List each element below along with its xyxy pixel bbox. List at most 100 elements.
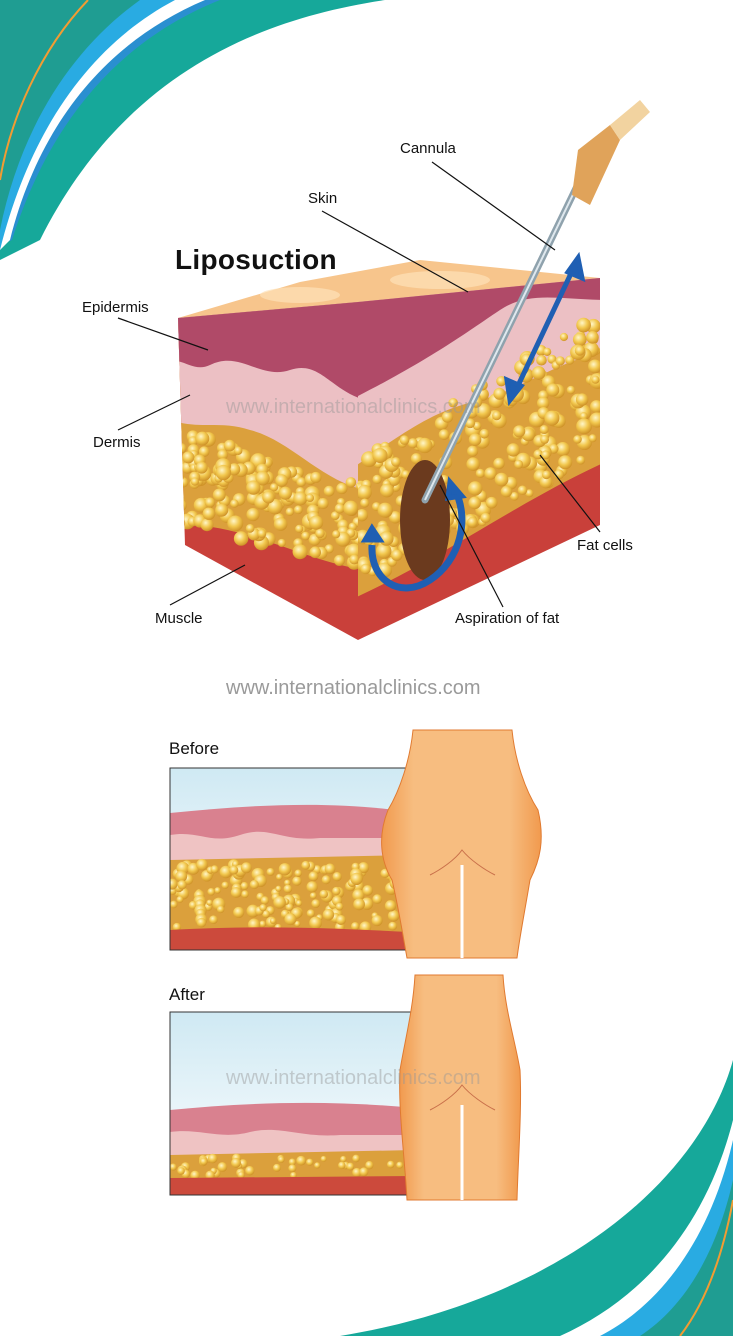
fat-cell	[494, 472, 509, 487]
fat-cell	[346, 1162, 355, 1171]
fat-cell	[559, 332, 569, 342]
fat-cell	[215, 503, 229, 517]
fat-cell	[576, 418, 592, 435]
fat-cell	[544, 410, 560, 426]
fat-cell	[233, 531, 249, 546]
fat-cell	[352, 889, 365, 902]
fat-cell	[372, 474, 382, 485]
fat-cell	[217, 1162, 228, 1172]
fat-cell	[546, 383, 560, 397]
fat-cell	[295, 524, 304, 533]
fat-cell	[479, 428, 490, 439]
fat-cell	[278, 863, 292, 876]
fat-cell	[574, 345, 585, 356]
fat-cell	[293, 491, 308, 506]
fat-cell	[391, 457, 401, 467]
fat-cell	[575, 393, 589, 406]
fat-cell	[565, 355, 575, 365]
fat-cell	[170, 1163, 177, 1171]
fat-cell	[285, 903, 294, 911]
fat-cell	[296, 1155, 306, 1166]
fat-cell	[275, 885, 282, 892]
fat-cell	[178, 496, 186, 509]
fat-cell	[572, 332, 587, 347]
fat-cell	[332, 871, 342, 882]
fat-cell	[278, 486, 292, 500]
fat-cell	[190, 1170, 200, 1181]
fat-cell	[468, 496, 481, 510]
fat-cell	[372, 447, 388, 464]
fat-cell	[506, 443, 520, 457]
fat-cell	[586, 331, 599, 344]
fat-cell	[257, 529, 267, 539]
fat-cell	[485, 496, 498, 509]
bottom-right-swoosh	[340, 1060, 733, 1336]
fat-cell	[496, 376, 507, 387]
fat-cell	[543, 347, 552, 356]
fat-cell	[333, 554, 345, 566]
fat-cell	[346, 543, 358, 560]
fat-cell	[320, 1155, 327, 1162]
fat-cell	[416, 437, 433, 454]
fat-cell	[309, 546, 322, 559]
fat-cell	[306, 881, 318, 893]
fat-cell	[493, 457, 505, 470]
fat-cell	[207, 1153, 218, 1164]
fat-cell	[321, 875, 331, 885]
fat-cell	[323, 485, 335, 497]
fat-cell	[573, 435, 582, 444]
fat-cell	[240, 881, 249, 891]
fat-cell	[285, 507, 295, 517]
fat-cell	[466, 457, 480, 471]
fat-cell	[178, 477, 189, 488]
fat-cell	[384, 900, 397, 912]
fat-cell	[178, 484, 184, 494]
fat-cell	[241, 890, 249, 899]
fat-cell	[195, 431, 210, 446]
fat-cell	[294, 869, 302, 877]
fat-cell	[275, 474, 288, 487]
fat-cell	[448, 397, 458, 408]
fat-cell	[335, 914, 346, 925]
fat-cell	[349, 554, 358, 565]
fat-cell	[539, 424, 549, 435]
fat-cell	[196, 917, 207, 928]
fat-cell	[589, 412, 600, 428]
fat-cell	[259, 920, 266, 928]
fat-cell	[317, 497, 329, 510]
fat-cell	[277, 538, 286, 548]
label-skin: Skin	[308, 190, 338, 207]
fat-cell	[588, 434, 597, 443]
top-left-swoosh	[0, 0, 385, 260]
fat-cell	[335, 902, 344, 911]
fat-cell	[245, 523, 255, 533]
fat-cell	[246, 480, 261, 495]
before-illustration	[169, 729, 542, 959]
cannula	[421, 100, 650, 504]
fat-cell	[468, 481, 483, 496]
fat-cell	[371, 915, 383, 927]
fat-cell	[283, 884, 293, 894]
fat-cell	[178, 499, 187, 512]
fat-cell	[410, 453, 422, 465]
fat-cell	[284, 879, 291, 887]
fat-cell	[207, 887, 215, 896]
fat-cell	[200, 518, 214, 532]
fat-cell	[262, 491, 275, 504]
fat-cell	[223, 439, 236, 452]
fat-cell	[277, 1156, 285, 1163]
fat-cell	[355, 482, 358, 491]
fat-cell	[221, 881, 229, 889]
fat-cell	[352, 1154, 360, 1163]
fat-cell	[465, 418, 476, 429]
fat-cell	[293, 505, 303, 515]
fat-cell	[360, 563, 371, 575]
fat-cell	[332, 886, 341, 896]
label-muscle: Muscle	[155, 610, 203, 627]
fat-cell	[273, 896, 286, 909]
fat-cell	[204, 497, 216, 508]
fat-cell	[391, 549, 403, 561]
fat-cell	[292, 876, 302, 886]
fat-cell	[266, 867, 275, 876]
fat-cell	[579, 412, 588, 421]
